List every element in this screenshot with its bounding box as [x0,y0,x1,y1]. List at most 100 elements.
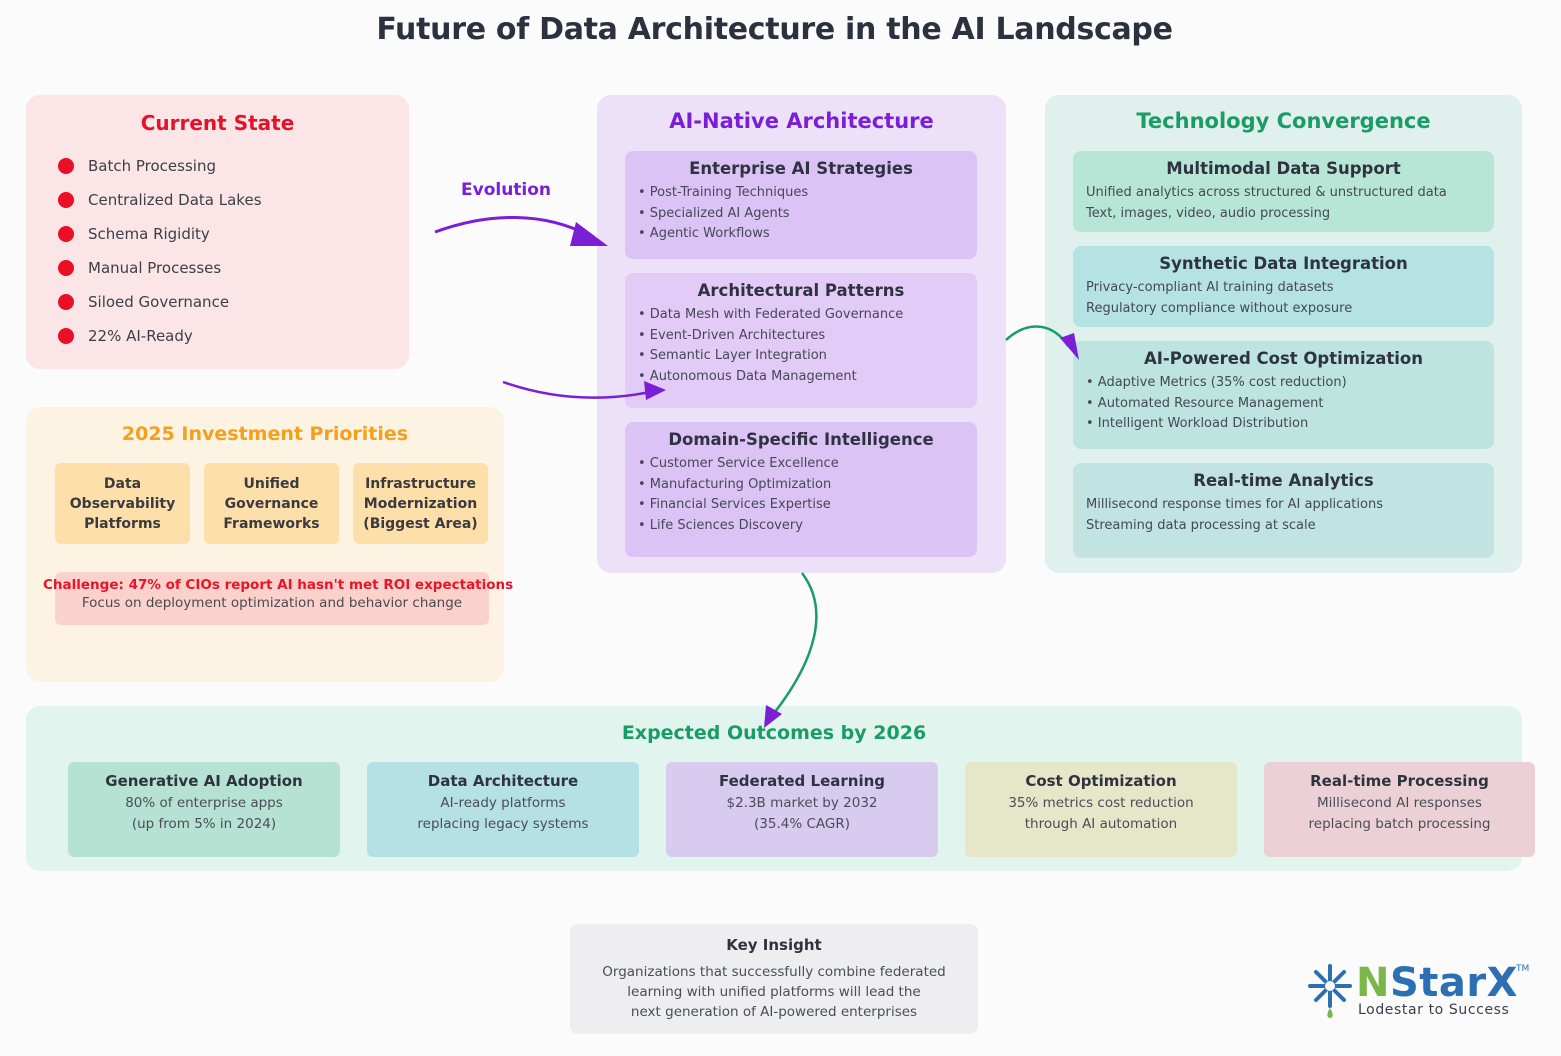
bullet: • Semantic Layer Integration [638,348,827,363]
outcome-line: (up from 5% in 2024) [131,816,277,832]
list-item: Manual Processes [58,251,409,285]
red-dot-icon [58,260,74,276]
insight-line: Organizations that successfully combine … [602,964,946,980]
current-state-title: Current State [140,111,295,135]
bullet: Privacy-compliant AI training datasets [1086,280,1334,295]
bullet: • Agentic Workflows [638,226,770,241]
challenge-text: Challenge: 47% of CIOs report AI hasn't … [43,577,514,593]
bullet: • Life Sciences Discovery [638,517,803,533]
bullet: • Financial Services Expertise [638,497,831,512]
section-title: Synthetic Data Integration [1159,254,1408,273]
bullet: Unified analytics across structured & un… [1086,185,1447,200]
outcome-title: Real-time Processing [1310,772,1489,790]
current-state-list: Batch Processing Centralized Data Lakes … [58,149,409,353]
red-dot-icon [58,226,74,242]
investment-box: Infrastructure Modernization (Biggest Ar… [353,463,488,544]
outcome-box: Real-time Processing Millisecond AI resp… [1264,762,1535,857]
technology-convergence-panel: Technology Convergence Multimodal Data S… [1045,95,1522,573]
outcome-title: Generative AI Adoption [105,772,303,790]
cost-optimization-box: AI-Powered Cost Optimization • Adaptive … [1073,341,1494,449]
evolution-arrow-head [570,222,608,246]
section-title: Domain-Specific Intelligence [668,430,934,449]
ai-native-title: AI-Native Architecture [669,109,934,133]
evolution-label: Evolution [461,180,552,200]
section-title: Real-time Analytics [1193,471,1374,490]
insight-line: next generation of AI-powered enterprise… [630,1004,918,1020]
synthetic-data-box: Synthetic Data Integration Privacy-compl… [1073,246,1494,327]
investment-box: Unified Governance Frameworks [204,463,339,544]
investment-priorities-panel: 2025 Investment Priorities Data Observab… [26,407,513,682]
outcome-line: Millisecond AI responses [1317,795,1482,811]
enterprise-ai-strategies-box: Enterprise AI Strategies • Post-Training… [625,151,977,259]
architectural-patterns-box: Architectural Patterns • Data Mesh with … [625,273,977,408]
insight-title: Key Insight [726,936,822,954]
outcome-title: Data Architecture [427,772,579,790]
investment-title: 2025 Investment Priorities [121,423,409,445]
outcomes-arrow [774,572,818,713]
outcomes-arrow-head [764,705,782,728]
bullet: • Data Mesh with Federated Governance [638,307,904,322]
current-state-panel: Current State Batch Processing Centraliz… [26,95,409,369]
section-title: AI-Powered Cost Optimization [1144,349,1423,368]
outcome-line: AI-ready platforms [440,795,566,811]
list-item: Batch Processing [58,149,409,183]
list-item: Schema Rigidity [58,217,409,251]
outcome-box: Cost Optimization 35% metrics cost reduc… [965,762,1237,857]
nstarx-logo: NStarX TM Lodestar to Success [1308,960,1538,1025]
section-title: Enterprise AI Strategies [689,159,913,178]
list-item: Siloed Governance [58,285,409,319]
section-title: Architectural Patterns [697,281,905,300]
challenge-box: Challenge: 47% of CIOs report AI hasn't … [43,572,513,625]
bullet: • Post-Training Techniques [638,185,809,200]
outcome-title: Federated Learning [718,772,886,790]
list-item: Centralized Data Lakes [58,183,409,217]
outcome-box: Data Architecture AI-ready platforms rep… [367,762,639,857]
outcome-line: replacing batch processing [1308,816,1491,832]
outcomes-title: Expected Outcomes by 2026 [621,722,927,744]
red-dot-icon [58,158,74,174]
bullet: Text, images, video, audio processing [1086,205,1331,221]
tech-title: Technology Convergence [1136,109,1431,133]
bullet: • Autonomous Data Management [638,368,857,384]
investment-arrow [502,380,651,399]
bullet: • Customer Service Excellence [638,456,839,471]
ai-native-panel: AI-Native Architecture Enterprise AI Str… [597,95,1006,573]
bullet: • Adaptive Metrics (35% cost reduction) [1086,375,1347,390]
challenge-note: Focus on deployment optimization and beh… [81,595,463,611]
bullet: • Manufacturing Optimization [638,476,832,492]
multimodal-data-box: Multimodal Data Support Unified analytic… [1073,151,1494,232]
outcome-line: (35.4% CAGR) [754,816,850,832]
bullet: Millisecond response times for AI applic… [1086,497,1383,512]
bullet: Streaming data processing at scale [1086,517,1316,533]
brand-name: NStarX [1356,960,1518,1006]
tech-arrow [1005,325,1070,347]
domain-specific-intelligence-box: Domain-Specific Intelligence • Customer … [625,422,977,557]
red-dot-icon [58,192,74,208]
red-dot-icon [58,294,74,310]
outcome-title: Cost Optimization [1025,772,1177,790]
red-dot-icon [58,328,74,344]
star-burst-icon [1308,964,1352,1018]
section-title: Multimodal Data Support [1166,159,1401,178]
page-title: Future of Data Architecture in the AI La… [376,12,1173,47]
investment-box: Data Observability Platforms [55,463,190,544]
investment-boxes: Data Observability Platforms Unified Gov… [55,463,488,544]
tagline: Lodestar to Success [1358,1002,1510,1018]
list-item: 22% AI-Ready [58,319,409,353]
outcome-line: 80% of enterprise apps [125,795,283,811]
trademark: TM [1516,964,1530,974]
bullet: Regulatory compliance without exposure [1086,300,1353,316]
bullet: • Intelligent Workload Distribution [1086,416,1309,431]
outcome-box: Federated Learning $2.3B market by 2032 … [666,762,938,857]
insight-line: learning with unified platforms will lea… [627,984,921,1000]
tech-arrow-head [1060,333,1079,360]
outcome-line: through AI automation [1024,816,1178,832]
expected-outcomes-panel: Expected Outcomes by 2026 Generative AI … [26,706,1535,871]
outcome-line: replacing legacy systems [417,816,589,832]
realtime-analytics-box: Real-time Analytics Millisecond response… [1073,463,1494,558]
outcome-line: $2.3B market by 2032 [726,795,878,811]
outcome-line: 35% metrics cost reduction [1008,795,1194,811]
bullet: • Specialized AI Agents [638,205,790,221]
bullet: • Automated Resource Management [1086,395,1324,411]
